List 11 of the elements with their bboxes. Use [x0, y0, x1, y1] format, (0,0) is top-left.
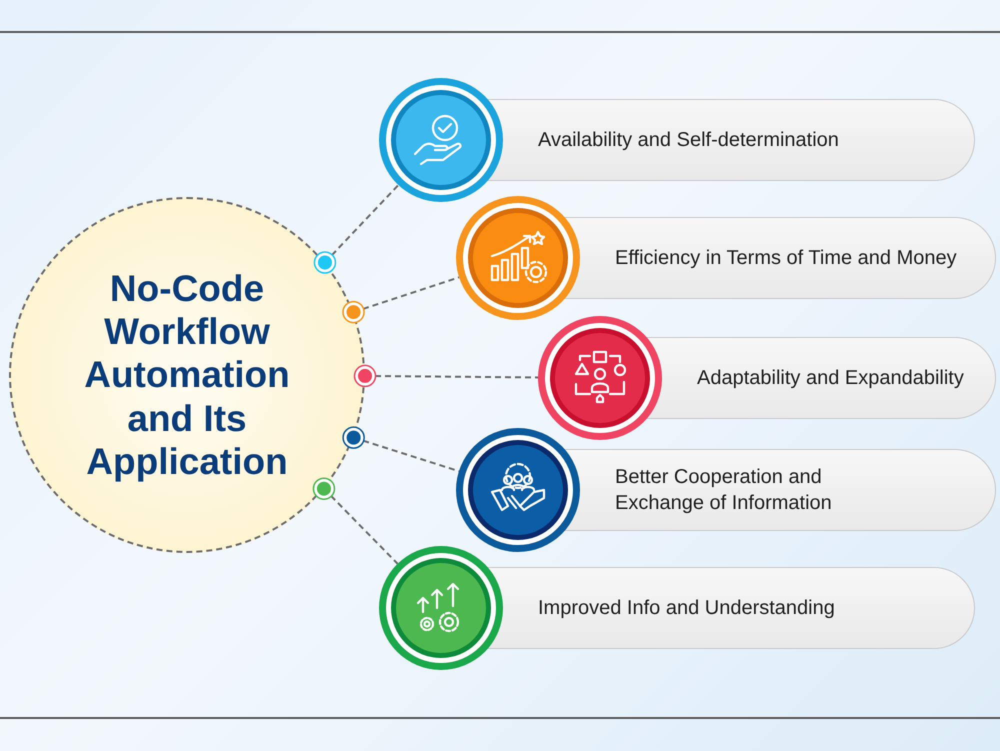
item-label: Availability and Self-determination: [538, 128, 839, 153]
item-label: Adaptability and Expandability: [697, 366, 964, 391]
dashed-connector: [342, 276, 460, 324]
item-label: Better Cooperation and Exchange of Information: [615, 465, 833, 516]
dashed-connector: [342, 426, 460, 472]
dashed-connector: [312, 477, 398, 564]
central-title: No-Code Workflow Automation and Its Application: [83, 266, 291, 484]
item-label: Improved Info and Understanding: [538, 596, 835, 621]
dashed-connector: [314, 184, 400, 274]
dashed-connector: [354, 364, 538, 388]
item-label: Efficiency in Terms of Time and Money: [615, 246, 957, 271]
